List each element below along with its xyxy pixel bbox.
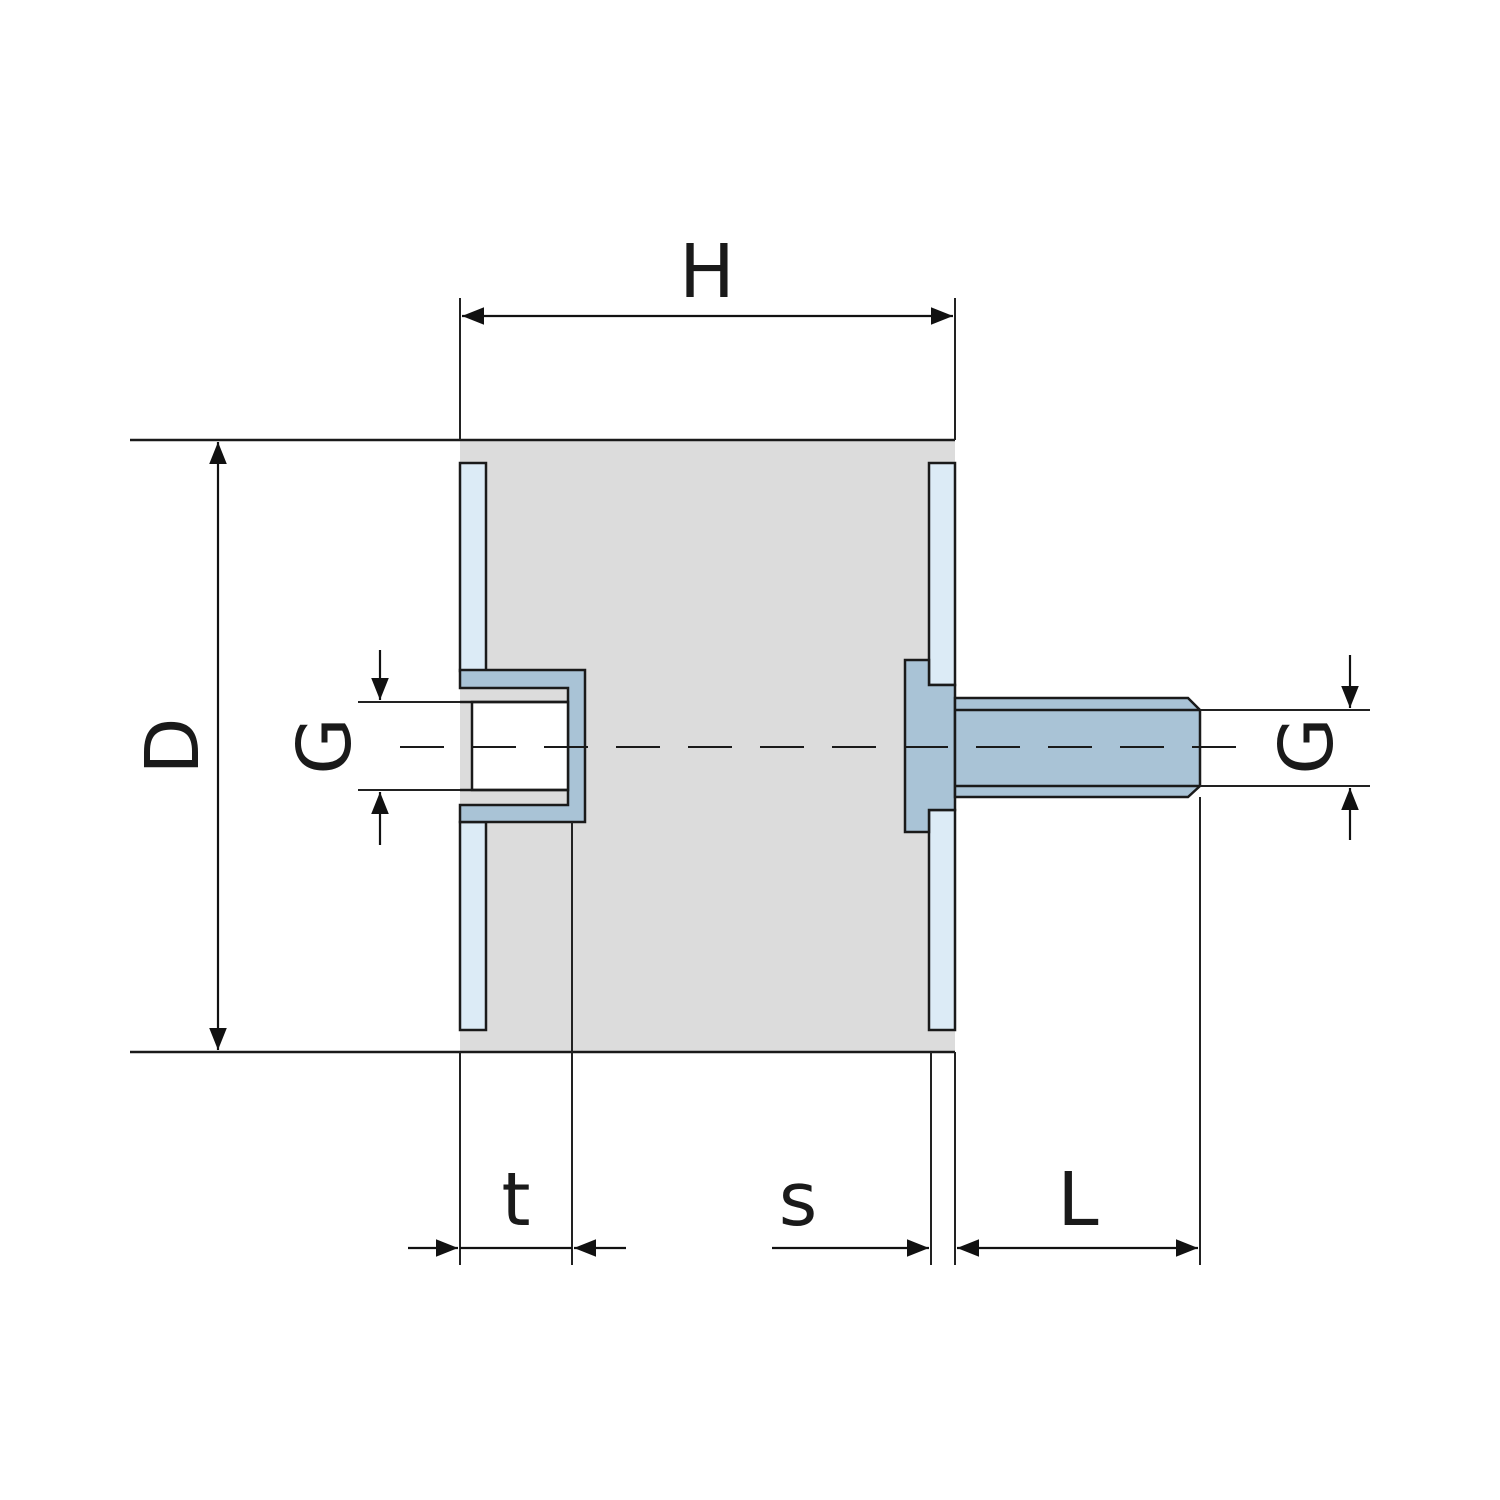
label-h: H (679, 229, 735, 315)
body-outline (130, 438, 955, 1054)
label-d: D (130, 718, 216, 775)
extension-lines (358, 298, 1370, 1265)
label-t: t (501, 1157, 530, 1243)
label-l: L (1057, 1157, 1098, 1243)
label-g-right: G (1264, 717, 1350, 774)
dimension-lines (209, 307, 1359, 1257)
label-s: s (779, 1157, 818, 1243)
label-g-left: G (282, 717, 368, 774)
